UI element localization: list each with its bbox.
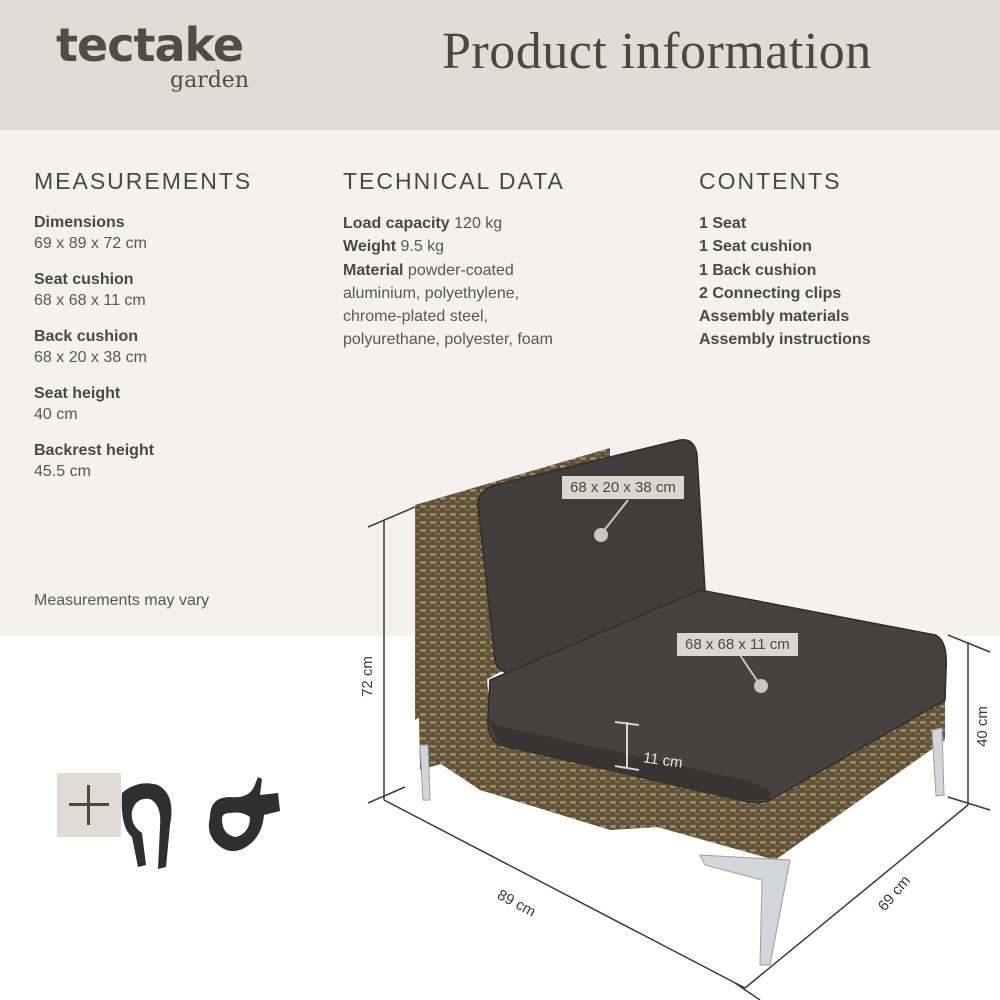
measurement-item: Backrest height 45.5 cm — [34, 440, 252, 482]
header-banner: tectake garden Product information — [0, 0, 1000, 130]
measurement-item: Back cushion 68 x 20 x 38 cm — [34, 326, 252, 368]
contents-item: Assembly instructions — [699, 331, 871, 349]
contents-column: CONTENTS 1 Seat 1 Seat cushion 1 Back cu… — [699, 168, 871, 352]
seat-cushion-tag: 68 x 68 x 11 cm — [677, 633, 798, 656]
load-capacity-row: Load capacity 120 kg — [343, 212, 565, 235]
measurement-label: Dimensions — [34, 214, 125, 231]
seat-cushion-front — [488, 720, 770, 800]
measurement-item: Seat height 40 cm — [34, 383, 252, 425]
measurement-item: Seat cushion 68 x 68 x 11 cm — [34, 269, 252, 311]
measurements-column: MEASUREMENTS Dimensions 69 x 89 x 72 cm … — [34, 168, 252, 497]
brand-sub: garden — [170, 68, 249, 93]
contents-item: Assembly materials — [699, 308, 850, 326]
measurement-label: Seat height — [34, 385, 121, 402]
contents-item: 1 Seat — [699, 215, 747, 232]
technical-heading: TECHNICAL DATA — [343, 168, 565, 194]
load-label: Load capacity — [343, 215, 450, 232]
material-row: Material powder-coated — [343, 259, 565, 282]
contents-item: 1 Seat cushion — [699, 238, 812, 256]
back-cushion-tag: 68 x 20 x 38 cm — [562, 476, 684, 499]
contents-heading: CONTENTS — [699, 168, 842, 194]
contents-item: 2 Connecting clips — [699, 284, 842, 302]
page-title: Product information — [442, 23, 872, 80]
plus-icon — [57, 773, 121, 837]
material-label: Material — [343, 261, 404, 279]
measurement-label: Backrest height — [34, 442, 155, 459]
measurements-heading: MEASUREMENTS — [34, 168, 253, 194]
weight-label: Weight — [343, 238, 397, 256]
connecting-clips-icon — [121, 777, 280, 869]
measurement-label: Seat cushion — [34, 271, 134, 288]
measurement-value: 45.5 cm — [34, 463, 91, 480]
measurement-value: 68 x 20 x 38 cm — [34, 349, 147, 366]
measurement-value: 68 x 68 x 11 cm — [34, 292, 146, 309]
measurements-note: Measurements may vary — [34, 592, 210, 609]
load-value: 120 kg — [454, 215, 503, 232]
material-line: chrome-plated steel, — [343, 308, 488, 326]
dimension-lines — [367, 506, 991, 1000]
technical-column: TECHNICAL DATA Load capacity 120 kg Weig… — [343, 168, 565, 352]
weight-value: 9.5 kg — [400, 238, 445, 256]
material-value: powder-coated — [407, 261, 514, 279]
measurement-label: Back cushion — [34, 328, 139, 345]
material-line: polyurethane, polyester, foam — [343, 331, 553, 349]
measurement-value: 40 cm — [34, 406, 78, 423]
thickness-indicator — [614, 721, 640, 771]
chair-legs — [419, 727, 945, 966]
weight-row: Weight 9.5 kg — [343, 235, 565, 258]
measurement-value: 69 x 89 x 72 cm — [34, 235, 147, 252]
height-label: 72 cm — [358, 656, 376, 697]
measurement-item: Dimensions 69 x 89 x 72 cm — [34, 212, 252, 254]
brand-logo: tectake — [56, 18, 244, 72]
contents-item: 1 Back cushion — [699, 261, 817, 279]
seat-height-label: 40 cm — [973, 706, 991, 747]
material-line: aluminium, polyethylene, — [343, 284, 520, 302]
